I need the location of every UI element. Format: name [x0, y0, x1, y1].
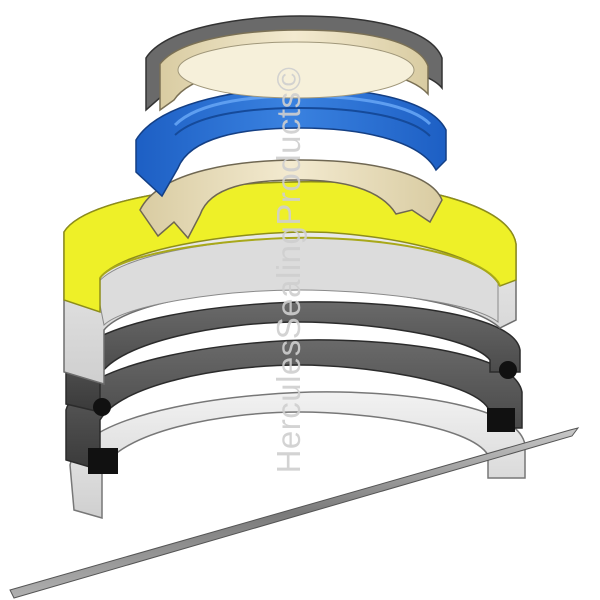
dark-gasket-ring-2: [65, 339, 523, 474]
upper-seal-cap: [145, 15, 443, 112]
oring-cross-section: [93, 398, 111, 416]
oring-cross-section: [499, 361, 517, 379]
gasket-cross-section: [487, 408, 515, 432]
lip-seal: [139, 159, 443, 240]
dark-gasket-ring-1: [65, 301, 521, 416]
gasket-cross-section: [88, 448, 118, 474]
steel-rod: [9, 427, 580, 599]
thin-base-ring: [69, 391, 526, 519]
